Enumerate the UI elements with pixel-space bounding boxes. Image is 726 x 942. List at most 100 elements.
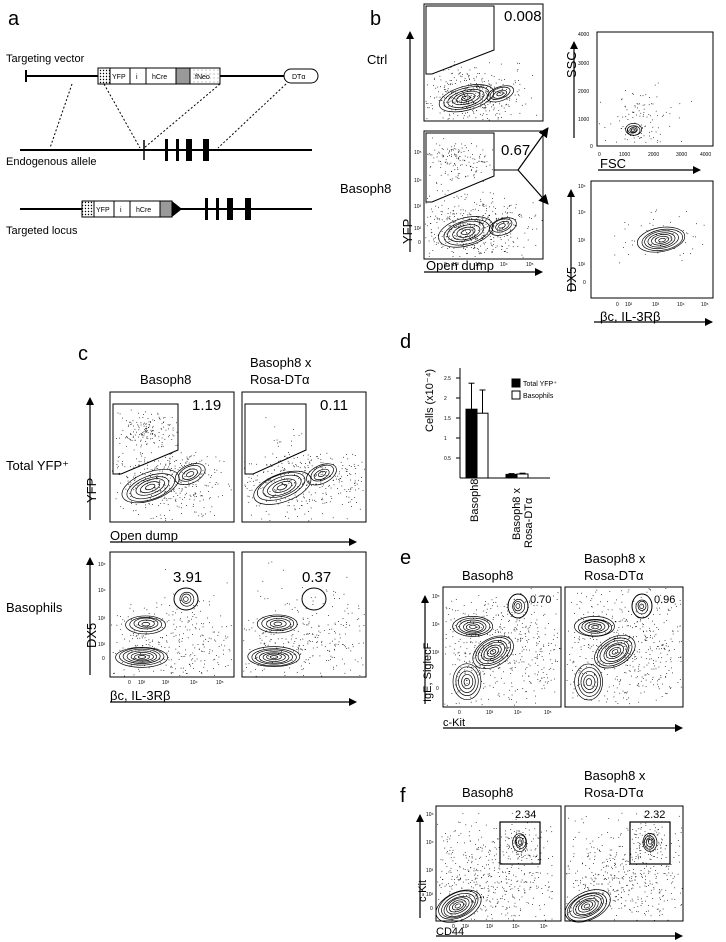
- e-event: [638, 604, 639, 606]
- f-event: [635, 858, 637, 859]
- fsc-ssc-event: [628, 113, 630, 115]
- f-event: [612, 900, 614, 902]
- ctrl-event: [427, 84, 428, 86]
- basoph8-event: [458, 226, 460, 228]
- c-yfp-event: [228, 483, 229, 485]
- f-event: [588, 854, 589, 856]
- e-event: [660, 675, 662, 676]
- e-event: [624, 621, 626, 622]
- c-baso-event: [271, 662, 273, 663]
- e-event: [578, 619, 579, 621]
- f-event: [616, 877, 618, 879]
- e-event: [555, 661, 557, 662]
- b8-ytick-10-3: 10³: [414, 204, 422, 210]
- c-yfp-event: [182, 466, 184, 468]
- c-yfp-event: [245, 485, 246, 487]
- e-event: [658, 678, 660, 680]
- c-r1c1-gated-event: [130, 424, 132, 425]
- basoph8-event: [438, 218, 440, 219]
- f-event: [499, 876, 500, 877]
- basoph8-event: [477, 238, 478, 239]
- e-event: [551, 663, 553, 664]
- basoph8-event: [536, 228, 538, 230]
- ctrl-event: [488, 83, 490, 85]
- basoph8-event: [441, 211, 443, 213]
- f-event: [619, 882, 621, 884]
- f-event: [645, 900, 646, 902]
- c-yfp-event: [256, 463, 258, 465]
- e-event: [651, 650, 653, 652]
- basoph8-gated-event: [464, 155, 466, 157]
- basoph8-gated-event: [451, 154, 452, 156]
- basoph8-event: [459, 235, 461, 237]
- f-event: [631, 876, 633, 877]
- f-event: [471, 880, 473, 881]
- c-yfp-event: [184, 497, 185, 498]
- e-event: [611, 609, 613, 611]
- e-event: [620, 620, 622, 622]
- e-event: [521, 650, 523, 652]
- basoph8-event: [502, 217, 504, 219]
- f-event: [523, 888, 525, 890]
- e-event: [541, 651, 543, 653]
- c-yfp-event: [340, 461, 342, 463]
- fsc-ssc-event: [649, 97, 650, 98]
- c-baso-event: [349, 624, 350, 626]
- c-r1c2-gated-event: [273, 440, 275, 442]
- f-event: [631, 898, 633, 900]
- e-event: [613, 641, 615, 642]
- f-event: [455, 830, 456, 832]
- c-yfp-event: [348, 465, 350, 466]
- f-event: [494, 882, 496, 884]
- e-event: [578, 638, 580, 640]
- basoph8-contour: [489, 217, 517, 236]
- f-event: [452, 849, 454, 851]
- c-yfp-event: [152, 517, 154, 519]
- c-yfp-event: [184, 494, 186, 496]
- c-baso-event: [168, 646, 170, 648]
- basoph8-event: [448, 228, 450, 230]
- c-yfp-event: [139, 490, 141, 492]
- fsc-ssc-event: [637, 136, 639, 137]
- c-yfp-event: [145, 488, 147, 489]
- c-yfp-event: [307, 467, 309, 468]
- dx5-contour: [637, 226, 686, 253]
- f-event: [536, 887, 538, 889]
- c-baso-event: [321, 640, 323, 642]
- basoph8-event: [469, 228, 471, 230]
- f-event: [479, 857, 480, 859]
- e-event: [577, 695, 578, 697]
- e-contour: [489, 649, 497, 655]
- e-event: [539, 650, 541, 652]
- c-yfp-event: [337, 475, 339, 477]
- ctrl-event: [451, 92, 453, 93]
- fsc-ssc-event: [643, 135, 645, 137]
- e-event: [471, 664, 473, 666]
- basoph8-event: [478, 223, 480, 225]
- e-event: [537, 679, 539, 680]
- c-baso-event: [358, 625, 360, 627]
- c-yfp-event: [325, 475, 327, 476]
- f-event: [586, 900, 588, 901]
- basoph8-gated-event: [484, 156, 485, 158]
- e-event: [618, 681, 620, 682]
- c-yfp-event: [325, 492, 327, 494]
- ctrl-event: [444, 89, 445, 90]
- e-event: [454, 625, 456, 626]
- c-baso-event: [289, 619, 291, 621]
- c-baso-event: [333, 668, 334, 670]
- f-event: [446, 873, 447, 874]
- f-event: [657, 908, 659, 910]
- e-event: [611, 617, 613, 619]
- c-yfp-event: [284, 497, 286, 499]
- c-r1c1-gated-event: [161, 444, 163, 446]
- c-baso-event: [268, 655, 270, 657]
- c-yfp-event: [173, 491, 175, 492]
- e-event: [521, 656, 523, 658]
- f-event: [459, 877, 461, 879]
- c-baso-event: [182, 656, 184, 657]
- ctrl-event: [501, 79, 503, 81]
- basoph8-gated-event: [458, 178, 460, 179]
- c-baso-event: [138, 624, 139, 626]
- c-baso-event: [174, 663, 176, 665]
